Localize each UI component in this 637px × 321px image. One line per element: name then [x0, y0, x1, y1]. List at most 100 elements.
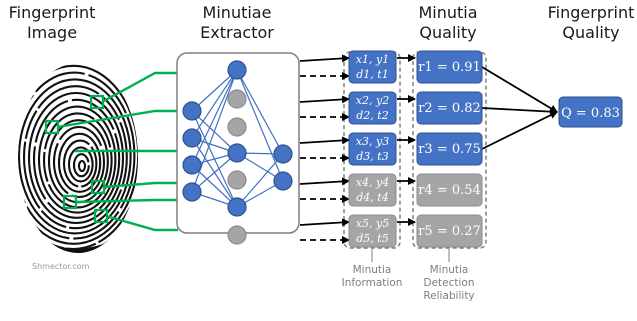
- minutia-quality-box: [416, 132, 483, 166]
- solid-arrow: [299, 95, 350, 104]
- minutia-info-box: [348, 214, 397, 248]
- minutia-reliability-value: r5 = 0.27: [418, 224, 481, 239]
- solid-arrow: [299, 136, 350, 145]
- fingerprint-ridge: [32, 98, 121, 219]
- network-node: [273, 144, 293, 164]
- minutia-dt-label: d5, t5: [356, 232, 388, 245]
- solid-arrow: [299, 177, 350, 186]
- minutia-marker: [90, 179, 106, 195]
- minutia-info-box: [348, 173, 397, 207]
- network-edge: [191, 69, 238, 166]
- header-fingerprint-image-line2: Image: [26, 23, 78, 42]
- header-minutia-quality-line1: Minutia: [418, 3, 478, 22]
- fingerprint-ridge: [22, 85, 128, 230]
- minutia-dt-label: d3, t3: [356, 150, 388, 163]
- fingerprint-ridge: [67, 146, 94, 183]
- network-node: [227, 170, 247, 190]
- header-fingerprint-quality-line2: Quality: [562, 23, 620, 42]
- quality-to-final-arrow: [481, 107, 558, 116]
- minutia-reliability-value: r4 = 0.54: [418, 183, 481, 198]
- fingerprint-ridge: [42, 112, 113, 209]
- minutia-marker: [44, 119, 60, 135]
- network-edge: [191, 152, 238, 193]
- minutia-dt-label: d1, t1: [356, 68, 388, 81]
- solid-arrow: [299, 218, 350, 227]
- network-edge: [236, 69, 284, 155]
- fingerprint-ridges: [18, 63, 138, 253]
- caption-minutia-detection-reliability-line1: Minutia: [429, 264, 469, 276]
- fingerprint-ridge: [57, 132, 102, 193]
- network-node: [182, 101, 202, 121]
- fingerprint-ridge: [37, 105, 117, 214]
- minutia-reliability-value: r3 = 0.75: [418, 142, 481, 157]
- minutia-xy-label: x1, y1: [356, 53, 389, 66]
- connector-line: [74, 198, 178, 204]
- fingerprint-ridge: [62, 139, 98, 188]
- header-minutia-quality: Minutia Quality: [388, 3, 508, 43]
- fingerprint-quality-value: Q = 0.83: [561, 106, 620, 121]
- network-node: [227, 60, 247, 80]
- minutia-dt-label: d2, t2: [356, 109, 388, 122]
- fingerprint-ridge: [27, 91, 125, 225]
- network-edge: [191, 69, 238, 139]
- network-node: [182, 155, 202, 175]
- solid-arrow: [299, 54, 350, 63]
- minutia-marker: [89, 94, 105, 110]
- fingerprint-ridge: [18, 78, 132, 235]
- network-edge: [191, 69, 238, 112]
- header-fingerprint-image: Fingerprint Image: [0, 3, 112, 43]
- output-arrows: [299, 54, 558, 244]
- connector-line: [102, 181, 178, 189]
- network-node: [182, 182, 202, 202]
- header-fingerprint-quality: Fingerprint Quality: [536, 3, 637, 43]
- minutia-marker: [62, 194, 78, 210]
- fingerprint-ridge: [77, 159, 87, 173]
- minutia-xy-label: x5, y5: [356, 217, 389, 230]
- minutia-info-box: [348, 132, 397, 166]
- watermark: Shmector.com: [32, 262, 90, 271]
- quality-to-final-arrow: [481, 111, 558, 150]
- caption-minutia-information: Minutia Information: [327, 264, 417, 290]
- header-fingerprint-quality-line1: Fingerprint: [547, 3, 635, 22]
- caption-minutia-information-line2: Information: [341, 277, 403, 289]
- fingerprint-ridge: [52, 125, 106, 199]
- network-edge: [191, 69, 238, 193]
- minutia-quality-box: [416, 173, 483, 207]
- fingerprint-ridge: [18, 71, 136, 240]
- minutia-info-box: [348, 91, 397, 125]
- minutia-quality-box: [416, 91, 483, 125]
- caption-minutia-information-line1: Minutia: [352, 264, 392, 276]
- fingerprint-quality-output: Q = 0.83: [558, 96, 623, 128]
- header-fingerprint-image-line1: Fingerprint: [8, 3, 96, 22]
- network-node: [227, 117, 247, 137]
- minutia-xy-label: x3, y3: [356, 135, 389, 148]
- minutia-quality-box: [416, 214, 483, 248]
- minutia-marker: [93, 208, 109, 224]
- network-node: [182, 128, 202, 148]
- minutia-xy-label: x2, y2: [356, 94, 389, 107]
- fingerprint-quality-box: [558, 96, 623, 128]
- connector-line: [105, 214, 178, 232]
- minutia-reliability-value: r2 = 0.82: [418, 101, 481, 116]
- header-minutiae-extractor-line2: Extractor: [200, 23, 274, 42]
- minutia-xy-label: x4, y4: [356, 176, 389, 189]
- network-edge: [236, 153, 284, 208]
- network-node: [227, 225, 247, 245]
- header-minutia-quality-line2: Quality: [419, 23, 477, 42]
- minutia-markers: [44, 94, 109, 224]
- minutia-quality-box: [416, 50, 483, 84]
- caption-minutia-detection-reliability-line3: Reliability: [423, 290, 475, 302]
- fingerprint-ridge: [72, 153, 90, 178]
- fingerprint-connectors: [56, 71, 178, 232]
- caption-minutia-detection-reliability-line2: Detection: [423, 277, 475, 289]
- network-node: [227, 197, 247, 217]
- connector-line: [101, 71, 178, 104]
- fingerprint-image: [18, 63, 138, 253]
- network-node: [227, 143, 247, 163]
- caption-minutia-detection-reliability: Minutia Detection Reliability: [404, 264, 494, 303]
- quality-to-final-arrow: [481, 66, 558, 113]
- network-node: [273, 171, 293, 191]
